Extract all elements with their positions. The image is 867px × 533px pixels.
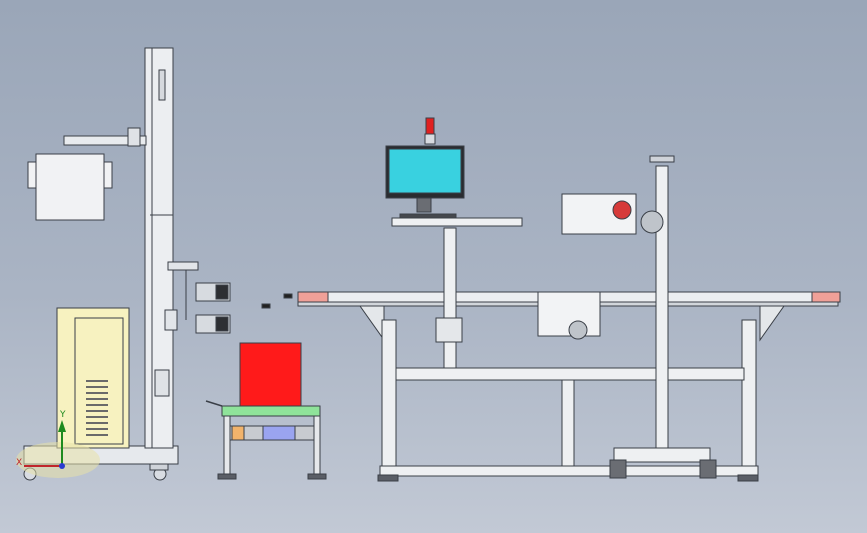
label-reel bbox=[612, 200, 632, 220]
triad-y-arrow bbox=[58, 420, 66, 432]
mast-hand-wheel bbox=[649, 155, 675, 163]
support-bracket-right bbox=[759, 305, 785, 342]
end-cap-left bbox=[297, 291, 329, 303]
roller-upper bbox=[215, 284, 229, 300]
suspended-control-box bbox=[35, 153, 105, 221]
labeler-mast bbox=[655, 165, 669, 453]
monitor-stand bbox=[416, 197, 432, 213]
caster-mount bbox=[149, 463, 169, 471]
monitor-screen bbox=[388, 148, 462, 194]
roller-orange bbox=[231, 425, 245, 441]
frame-leg bbox=[381, 319, 397, 473]
monitor-pillar bbox=[443, 227, 457, 369]
signal-tower bbox=[425, 117, 435, 135]
infeed-leg bbox=[313, 415, 321, 477]
coordinate-triad bbox=[16, 420, 100, 478]
end-cap-right bbox=[811, 291, 841, 303]
support-arm bbox=[63, 135, 147, 146]
triad-x-label: X bbox=[16, 458, 23, 468]
pillar-collar bbox=[435, 317, 463, 343]
infeed-conveyor-top bbox=[221, 405, 321, 417]
labeling-module bbox=[561, 155, 717, 479]
infeed-foot bbox=[217, 473, 237, 480]
support-bracket-left bbox=[359, 305, 385, 342]
frame-leg bbox=[561, 371, 575, 473]
labeler-base bbox=[613, 447, 711, 463]
box-handle-right bbox=[103, 161, 113, 189]
adjust-knob bbox=[640, 210, 664, 234]
labeler-foot bbox=[699, 459, 717, 479]
column-slot bbox=[158, 69, 166, 101]
sensor-part bbox=[283, 293, 293, 299]
red-product-block bbox=[239, 342, 302, 409]
head-mount-plate bbox=[167, 261, 199, 271]
infeed-stand bbox=[205, 342, 327, 480]
infeed-foot bbox=[307, 473, 327, 480]
arm-bracket bbox=[127, 127, 141, 147]
drive-gear bbox=[568, 320, 588, 340]
lift-column-assembly bbox=[23, 47, 293, 481]
infeed-leg bbox=[223, 415, 231, 477]
frame-base bbox=[379, 465, 759, 477]
cabinet-vent-slots bbox=[86, 380, 108, 436]
keyboard-tray bbox=[391, 217, 523, 227]
keyboard bbox=[399, 213, 457, 219]
frame-foot bbox=[737, 474, 759, 482]
signal-tower-base bbox=[424, 133, 436, 145]
frame-leg bbox=[741, 319, 757, 473]
triad-origin bbox=[59, 463, 65, 469]
column-carriage bbox=[154, 369, 170, 397]
labeler-foot bbox=[609, 459, 627, 479]
head-bracket bbox=[164, 309, 178, 331]
sensor-part bbox=[261, 303, 271, 309]
box-handle-left bbox=[27, 161, 37, 189]
frame-crossbar bbox=[395, 367, 745, 381]
roller-lower bbox=[215, 316, 229, 332]
frame-foot bbox=[377, 474, 399, 482]
triad-y-label: Y bbox=[60, 410, 66, 420]
roller-blue bbox=[262, 425, 296, 441]
main-conveyor bbox=[297, 227, 841, 482]
monitor-station bbox=[385, 117, 523, 227]
triad-shading bbox=[16, 442, 100, 478]
